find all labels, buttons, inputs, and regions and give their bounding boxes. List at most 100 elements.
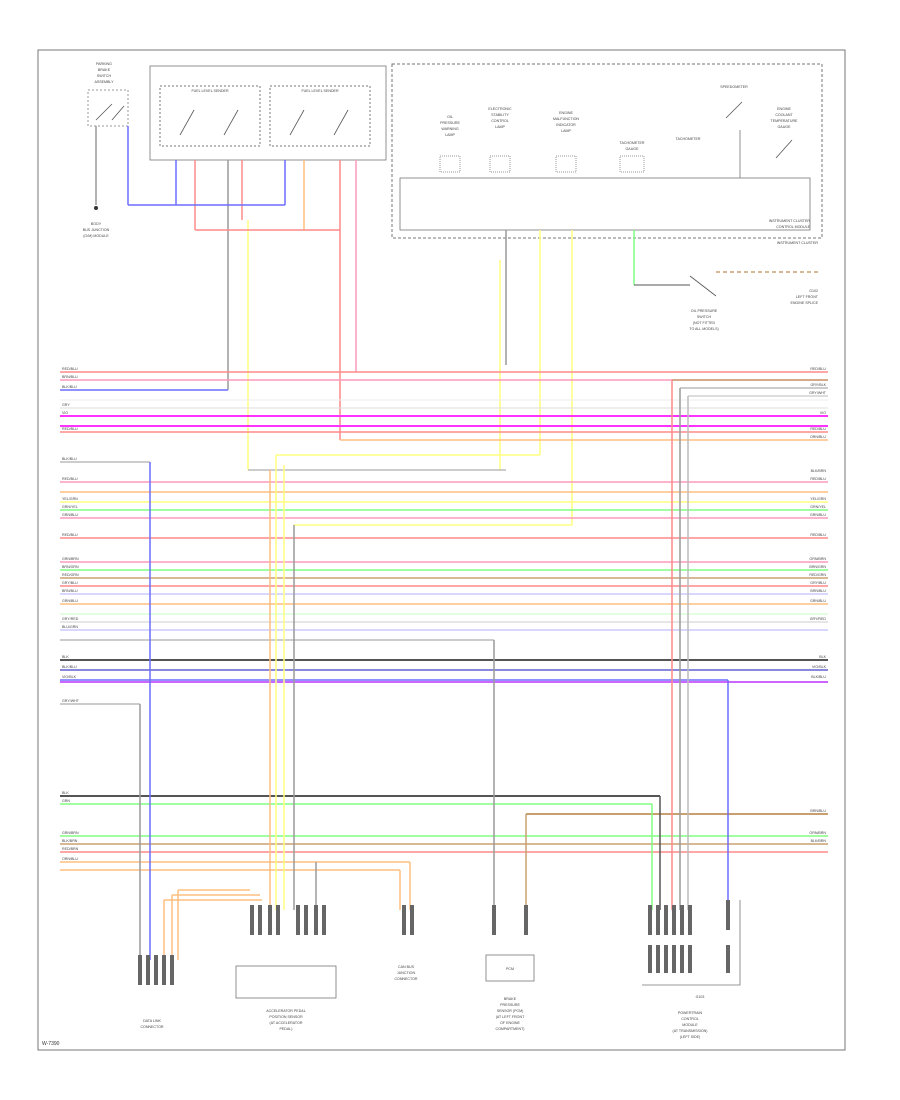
svg-text:SPEEDOMETER: SPEEDOMETER xyxy=(720,85,748,89)
svg-text:GAUGE: GAUGE xyxy=(626,147,640,151)
svg-text:ORN/BLU: ORN/BLU xyxy=(810,435,826,439)
svg-text:GRN/BRN: GRN/BRN xyxy=(62,557,79,561)
left-wire-labels: RED/BLU BRN/BLU BLK/BLU GRY VIO RED/BLU … xyxy=(62,367,80,861)
svg-text:RED/GRN: RED/GRN xyxy=(62,573,79,577)
svg-text:GRN/BRN: GRN/BRN xyxy=(809,557,826,561)
svg-text:(AT LEFT FRONT: (AT LEFT FRONT xyxy=(496,1015,525,1019)
svg-text:ORN/BLU: ORN/BLU xyxy=(62,857,78,861)
svg-text:BLK/BLU: BLK/BLU xyxy=(62,665,77,669)
svg-text:BRN/BLU: BRN/BLU xyxy=(62,589,78,593)
bus-label-1: BODY xyxy=(91,222,102,226)
svg-text:BLK/BLU: BLK/BLU xyxy=(62,385,77,389)
left-front-ground: G102 LEFT FRONT ENGINE SPLICE xyxy=(790,289,818,305)
svg-text:BLK: BLK xyxy=(62,655,69,659)
svg-text:(AT TRANSMISSION): (AT TRANSMISSION) xyxy=(673,1029,708,1033)
svg-text:INDICATOR: INDICATOR xyxy=(556,123,576,127)
svg-text:COOLANT: COOLANT xyxy=(775,113,793,117)
svg-text:MODULE: MODULE xyxy=(682,1023,698,1027)
bus-wires xyxy=(60,371,828,871)
svg-text:GRY/BLU: GRY/BLU xyxy=(62,581,78,585)
svg-text:G102: G102 xyxy=(809,289,818,293)
svg-text:BRN/BLU: BRN/BLU xyxy=(62,375,78,379)
svg-text:STABILITY: STABILITY xyxy=(491,113,509,117)
svg-text:VIO/BLK: VIO/BLK xyxy=(62,675,77,679)
svg-text:BLK: BLK xyxy=(819,655,826,659)
svg-text:GRN/YEL: GRN/YEL xyxy=(62,505,78,509)
svg-text:TACHOMETER: TACHOMETER xyxy=(620,141,645,145)
svg-text:VIO/BLK: VIO/BLK xyxy=(812,665,827,669)
indicator-coolant: ENGINE COOLANT TEMPERATURE GAUGE xyxy=(771,107,798,159)
powertrain-control-module: G103 POWERTRAIN CONTROL MODULE (AT TRANS… xyxy=(642,900,741,1039)
svg-text:GRY/WHT: GRY/WHT xyxy=(62,699,80,703)
svg-text:(NOT FITTED: (NOT FITTED xyxy=(693,321,716,325)
svg-text:GRN/BLU: GRN/BLU xyxy=(810,513,826,517)
sender-2-label: FUEL LEVEL SENDER xyxy=(301,89,338,93)
svg-text:TO ALL MODELS): TO ALL MODELS) xyxy=(689,327,718,331)
svg-text:VIO: VIO xyxy=(820,411,826,415)
svg-text:GRN/BRN: GRN/BRN xyxy=(809,831,826,835)
diagram-frame xyxy=(37,49,846,1051)
svg-text:CONNECTOR: CONNECTOR xyxy=(140,1025,163,1029)
svg-text:BRN/GRN: BRN/GRN xyxy=(809,565,826,569)
svg-text:GRN/BLU: GRN/BLU xyxy=(62,599,78,603)
fuel-level-senders: FUEL LEVEL SENDER FUEL LEVEL SENDER xyxy=(149,65,387,161)
svg-text:OF ENGINE: OF ENGINE xyxy=(500,1021,520,1025)
svg-text:GRN/YEL: GRN/YEL xyxy=(810,505,826,509)
cluster-label-2: CONTROL MODULE xyxy=(776,225,810,229)
svg-text:OIL: OIL xyxy=(447,115,453,119)
svg-text:YEL/GRN: YEL/GRN xyxy=(62,497,78,501)
svg-text:LAMP: LAMP xyxy=(561,129,571,133)
svg-text:BLU/GRN: BLU/GRN xyxy=(62,625,78,629)
svg-text:LAMP: LAMP xyxy=(445,133,455,137)
svg-text:SENSOR (PCM): SENSOR (PCM) xyxy=(497,1009,524,1013)
svg-text:GRN/BLU: GRN/BLU xyxy=(62,513,78,517)
svg-text:PRESSURE: PRESSURE xyxy=(440,121,460,125)
svg-text:ENGINE: ENGINE xyxy=(777,107,791,111)
svg-text:(LEFT SIDE): (LEFT SIDE) xyxy=(680,1035,701,1039)
svg-text:WARNING: WARNING xyxy=(441,127,458,131)
svg-text:RED/BLU: RED/BLU xyxy=(62,367,78,371)
instrument-cluster: INSTRUMENT CLUSTER CONTROL MODULE INSTRU… xyxy=(391,63,823,245)
oil-pressure-switch: OIL PRESSURE SWITCH (NOT FITTED TO ALL M… xyxy=(689,275,719,331)
switch-label-3: SWITCH xyxy=(97,74,112,78)
bus-label-2: BUS JUNCTION xyxy=(83,228,110,232)
svg-text:COMPARTMENT): COMPARTMENT) xyxy=(495,1027,524,1031)
switch-label-1: PARKING xyxy=(96,62,112,66)
switch-label-4: ASSEMBLY xyxy=(94,80,114,84)
svg-text:GRY/BLK: GRY/BLK xyxy=(810,383,826,387)
svg-text:GRN/BLU: GRN/BLU xyxy=(810,599,826,603)
svg-text:BLK/BRN: BLK/BRN xyxy=(811,839,827,843)
cluster-label-1: INSTRUMENT CLUSTER xyxy=(769,219,811,223)
svg-text:BLK/BLU: BLK/BLU xyxy=(62,457,77,461)
svg-text:BRN/BLU: BRN/BLU xyxy=(810,809,826,813)
svg-text:ENGINE SPLICE: ENGINE SPLICE xyxy=(790,301,818,305)
indicator-tachometer: TACHOMETER xyxy=(676,137,701,141)
indicator-speedometer: SPEEDOMETER xyxy=(720,85,748,119)
svg-text:DATA LINK: DATA LINK xyxy=(143,1019,161,1023)
svg-text:CAN BUS: CAN BUS xyxy=(398,965,415,969)
svg-text:BLK: BLK xyxy=(62,791,69,795)
svg-text:JUNCTION: JUNCTION xyxy=(397,971,416,975)
svg-text:GRY/WHT: GRY/WHT xyxy=(809,391,827,395)
svg-text:ENGINE: ENGINE xyxy=(559,111,573,115)
svg-text:G103: G103 xyxy=(696,995,705,999)
svg-text:TACHOMETER: TACHOMETER xyxy=(676,137,701,141)
svg-text:LAMP: LAMP xyxy=(495,125,505,129)
svg-text:BRN/BLU: BRN/BLU xyxy=(810,589,826,593)
svg-text:RED/GRN: RED/GRN xyxy=(809,573,826,577)
vertical-drops xyxy=(139,380,729,960)
svg-text:BLK/BLU: BLK/BLU xyxy=(811,675,826,679)
svg-text:VIO: VIO xyxy=(62,411,68,415)
indicator-tach-gauge: TACHOMETER GAUGE xyxy=(619,141,645,173)
svg-text:PCM: PCM xyxy=(506,967,514,971)
svg-text:GRY/RED: GRY/RED xyxy=(62,617,79,621)
brake-pressure-sensor: PCM BRAKE PRESSURE SENSOR (PCM) (AT LEFT… xyxy=(485,954,535,1031)
footer-code: W-7390 xyxy=(42,1041,60,1047)
svg-text:RED/BLU: RED/BLU xyxy=(810,477,826,481)
svg-text:PRESSURE: PRESSURE xyxy=(500,1003,520,1007)
svg-text:RED/BRN: RED/BRN xyxy=(62,847,79,851)
svg-text:BRAKE: BRAKE xyxy=(504,997,517,1001)
svg-text:OIL PRESSURE: OIL PRESSURE xyxy=(691,309,718,313)
indicator-oil-pressure: OIL PRESSURE WARNING LAMP xyxy=(439,115,461,173)
